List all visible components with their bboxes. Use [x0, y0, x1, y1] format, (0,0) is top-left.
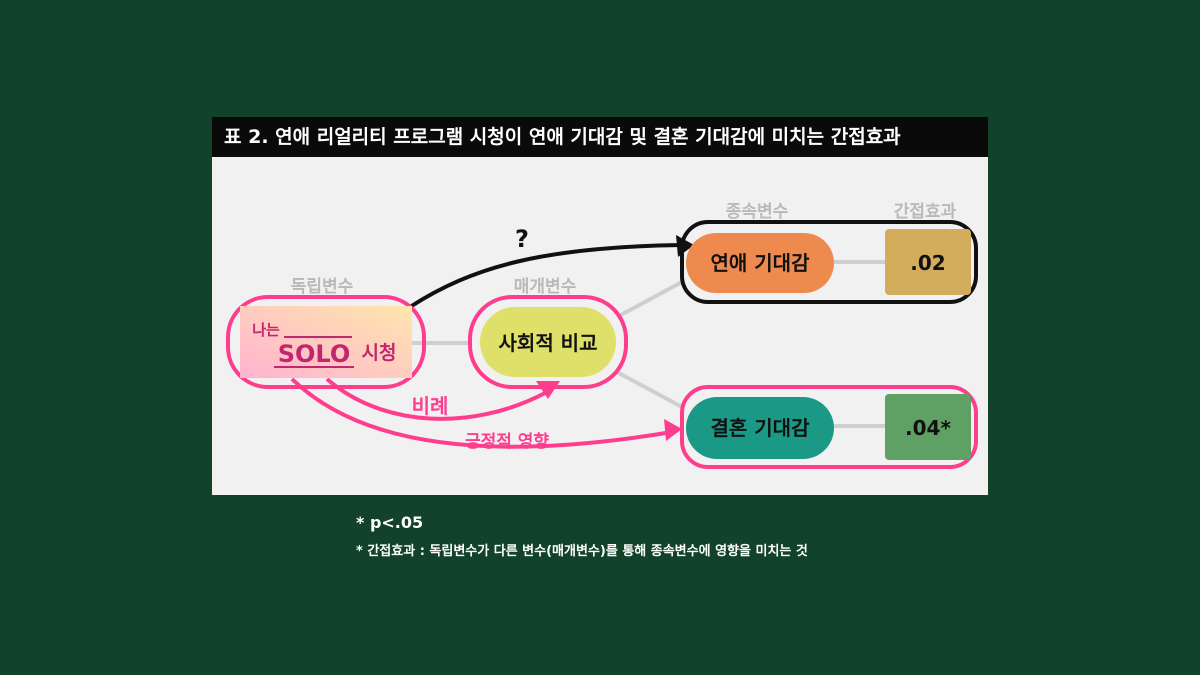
proportional-label: 비례 [412, 394, 449, 418]
dv2-node-text: 결혼 기대감 [711, 416, 811, 440]
dv1-effect-value: .02 [910, 251, 945, 275]
unknown-label: ? [515, 225, 529, 253]
dv2-outline [680, 385, 978, 469]
diagram-title: 표 2. 연애 리얼리티 프로그램 시청이 연애 기대감 및 결혼 기대감에 미… [212, 117, 988, 157]
dv2-node [686, 397, 834, 459]
connector-mediator-dv2 [616, 370, 683, 409]
positive-effect-arrow [290, 377, 673, 449]
arrowhead-pink-2 [664, 419, 682, 441]
independent-variable-label: 독립변수 [291, 277, 354, 297]
proportional-arrow [325, 377, 548, 421]
dv1-node [686, 233, 834, 293]
mediator-node-text: 사회적 비교 [499, 331, 598, 355]
positive-effect-label: 긍정적 영향 [465, 431, 549, 452]
source-main: SOLO [278, 340, 351, 368]
indirect-effect-label: 간접효과 [894, 202, 957, 222]
dv1-node-text: 연애 기대감 [711, 251, 811, 275]
significance-note: * p<.05 [356, 513, 424, 532]
direct-effect-arrow [408, 243, 683, 309]
source-suffix: 시청 [362, 342, 397, 364]
mediator-node [480, 307, 616, 377]
dv1-effect-box [885, 229, 971, 295]
mediation-diagram: ? 비례 긍정적 영향 독립변수 매개변수 종속변수 간접효과 나는 SOLO … [226, 202, 978, 469]
dv2-effect-value: .04* [905, 416, 951, 440]
definition-note: * 간접효과 : 독립변수가 다른 변수(매개변수)를 통해 종속변수에 영향을… [356, 544, 808, 559]
source-prefix: 나는 [252, 321, 280, 339]
dv2-effect-box [885, 394, 971, 460]
source-node-outline [226, 295, 426, 389]
mediator-node-outline [468, 295, 628, 389]
connector-mediator-dv1 [616, 280, 683, 319]
footnotes: * p<.05 * 간접효과 : 독립변수가 다른 변수(매개변수)를 통해 종… [356, 513, 808, 567]
dv1-outline [680, 220, 978, 304]
mediator-variable-label: 매개변수 [514, 277, 577, 297]
dependent-variable-label: 종속변수 [726, 202, 789, 222]
diagram-panel: 표 2. 연애 리얼리티 프로그램 시청이 연애 기대감 및 결혼 기대감에 미… [212, 117, 988, 495]
